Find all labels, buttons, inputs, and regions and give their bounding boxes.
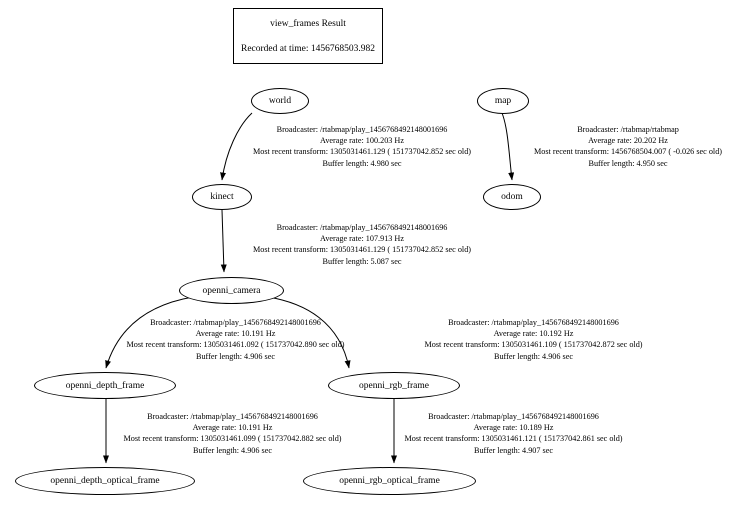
node-openni-depth-frame[interactable]: openni_depth_frame — [34, 372, 176, 399]
view-frames-result-box: view_frames Result Recorded at time: 145… — [233, 8, 383, 64]
node-openni-rgb-optical-frame[interactable]: openni_rgb_optical_frame — [303, 467, 476, 495]
edge-average-rate: Average rate: 10.192 Hz — [493, 329, 574, 339]
edge-label-openni-rgb-frame-openni-rgb-optical-frame: Broadcaster: /rtabmap/play_1456768492148… — [376, 411, 651, 456]
node-label: odom — [501, 192, 523, 202]
edge-label-openni-depth-frame-openni-depth-optical-frame: Broadcaster: /rtabmap/play_1456768492148… — [95, 411, 370, 456]
node-label: kinect — [210, 192, 234, 202]
edge-label-openni-camera-openni-depth-frame: Broadcaster: /rtabmap/play_1456768492148… — [98, 317, 373, 362]
node-label: map — [494, 96, 512, 106]
node-openni-rgb-frame[interactable]: openni_rgb_frame — [328, 372, 460, 399]
edge-most-recent-transform: Most recent transform: 1305031461.099 ( … — [123, 434, 342, 444]
node-openni-depth-optical-frame[interactable]: openni_depth_optical_frame — [15, 467, 195, 495]
edge-buffer-length: Buffer length: 5.087 sec — [322, 256, 402, 266]
node-label: openni_camera — [202, 285, 261, 296]
edge-most-recent-transform: Most recent transform: 1305031461.129 ( … — [252, 147, 472, 157]
node-world[interactable]: world — [251, 88, 309, 114]
edge-broadcaster: Broadcaster: /rtabmap/play_1456768492148… — [276, 125, 448, 134]
edge-label-world-kinect: Broadcaster: /rtabmap/play_1456768492148… — [232, 124, 492, 169]
edge-label-kinect-openni-camera: Broadcaster: /rtabmap/play_1456768492148… — [232, 222, 492, 267]
edge-most-recent-transform: Most recent transform: 1305031461.129 ( … — [252, 245, 472, 255]
edge-most-recent-transform: Most recent transform: 1305031461.121 ( … — [404, 434, 623, 444]
recorded-at-time: Recorded at time: 1456768503.982 — [240, 43, 376, 54]
page-title: view_frames Result — [270, 18, 346, 29]
node-label: openni_rgb_optical_frame — [339, 476, 440, 486]
edge-buffer-length: Buffer length: 4.906 sec — [494, 351, 573, 361]
node-label: world — [268, 96, 292, 106]
edge-label-openni-camera-openni-rgb-frame: Broadcaster: /rtabmap/play_1456768492148… — [396, 317, 671, 362]
edge-average-rate: Average rate: 10.191 Hz — [192, 423, 273, 433]
edge-buffer-length: Buffer length: 4.906 sec — [193, 445, 272, 455]
edge-most-recent-transform: Most recent transform: 1456768504.007 ( … — [533, 147, 723, 157]
node-label: openni_depth_optical_frame — [50, 476, 160, 486]
edge-broadcaster: Broadcaster: /rtabmap/play_1456768492148… — [428, 412, 599, 421]
edge-average-rate: Average rate: 20.202 Hz — [588, 136, 668, 146]
edge-average-rate: Average rate: 10.191 Hz — [195, 329, 276, 339]
edge-buffer-length: Buffer length: 4.907 sec — [474, 445, 553, 455]
node-label: openni_rgb_frame — [359, 380, 429, 391]
node-openni-camera[interactable]: openni_camera — [179, 277, 284, 304]
edge-buffer-length: Buffer length: 4.906 sec — [196, 351, 275, 361]
node-odom[interactable]: odom — [483, 184, 541, 210]
node-map[interactable]: map — [477, 88, 529, 114]
edge-broadcaster: Broadcaster: /rtabmap/play_1456768492148… — [147, 412, 318, 421]
edge-buffer-length: Buffer length: 4.980 sec — [322, 158, 402, 168]
edge-most-recent-transform: Most recent transform: 1305031461.109 ( … — [424, 340, 643, 350]
edge-broadcaster: Broadcaster: /rtabmap/play_1456768492148… — [150, 318, 321, 327]
edge-broadcaster: Broadcaster: /rtabmap/play_1456768492148… — [448, 318, 619, 327]
edge-average-rate: Average rate: 107.913 Hz — [320, 234, 404, 244]
edge-label-map-odom: Broadcaster: /rtabmap/rtabmap Average ra… — [508, 124, 748, 169]
edge-broadcaster: Broadcaster: /rtabmap/play_1456768492148… — [276, 223, 448, 232]
edge-broadcaster: Broadcaster: /rtabmap/rtabmap — [577, 125, 679, 134]
edge-most-recent-transform: Most recent transform: 1305031461.092 ( … — [126, 340, 345, 350]
edge-buffer-length: Buffer length: 4.950 sec — [588, 158, 668, 168]
node-label: openni_depth_frame — [65, 380, 145, 391]
edge-kinect-openni-camera — [220, 209, 227, 273]
node-kinect[interactable]: kinect — [192, 184, 252, 210]
edge-average-rate: Average rate: 100.203 Hz — [320, 136, 404, 146]
edge-average-rate: Average rate: 10.189 Hz — [473, 423, 554, 433]
